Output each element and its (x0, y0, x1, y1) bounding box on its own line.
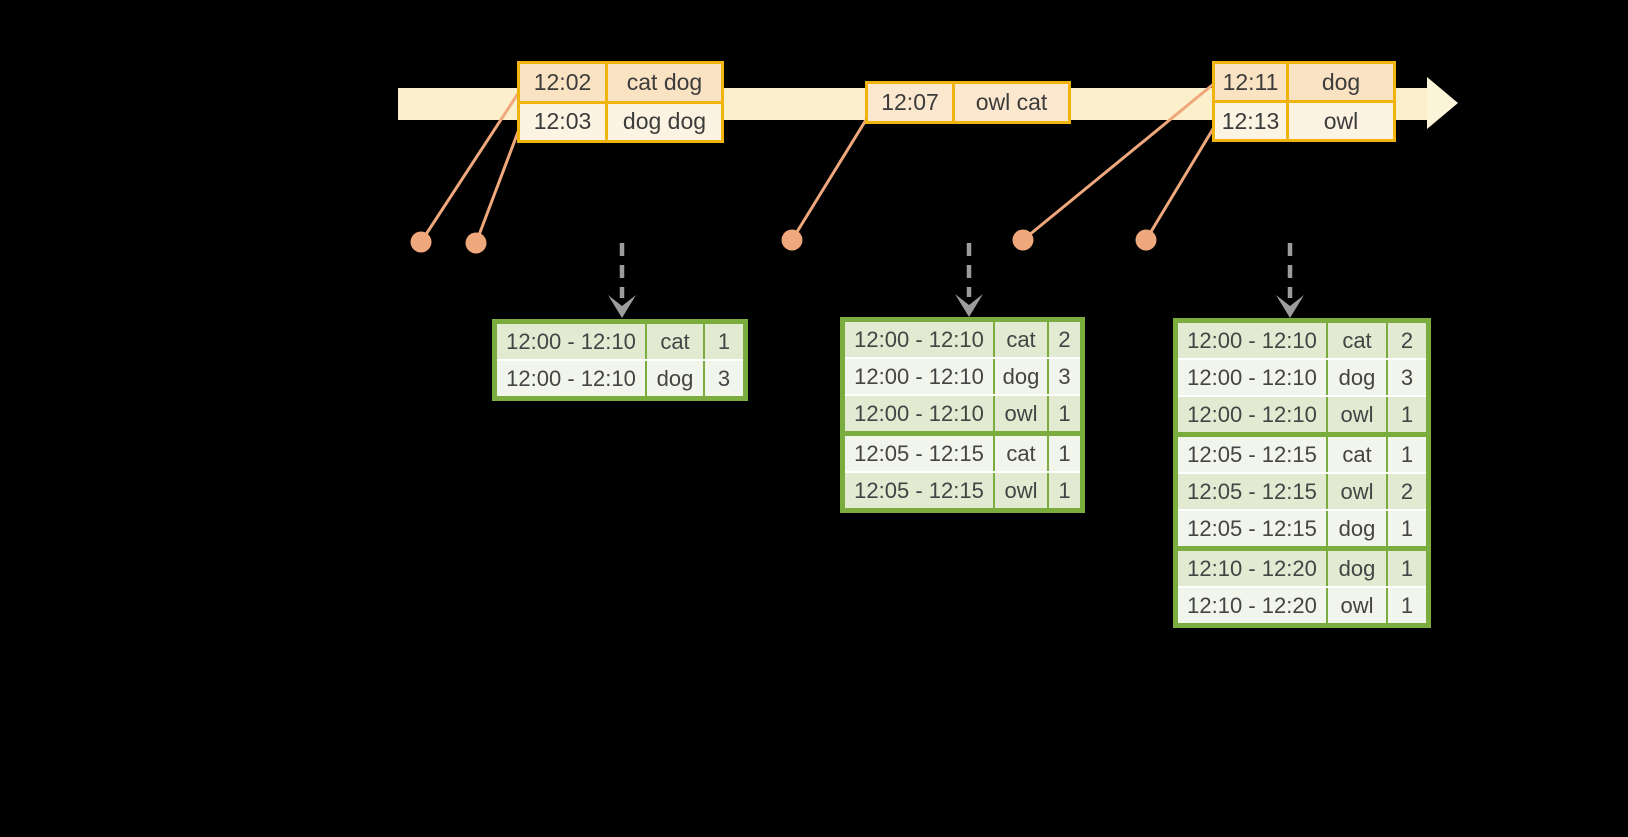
event-dot (1135, 229, 1157, 251)
count-cell: 3 (703, 361, 743, 396)
window-cell: 12:00 - 12:10 (1178, 360, 1326, 395)
count-cell: 1 (1047, 396, 1080, 431)
event-dot (781, 229, 803, 251)
word-cell: owl (993, 473, 1047, 508)
window-cell: 12:10 - 12:20 (1178, 551, 1326, 586)
connector-line (1022, 80, 1217, 242)
window-cell: 12:00 - 12:10 (845, 359, 993, 394)
connector-line (790, 114, 871, 241)
connector-line (474, 123, 523, 244)
event-time: 12:03 (520, 103, 605, 140)
word-cell: dog (645, 361, 703, 396)
word-cell: cat (645, 324, 703, 359)
timeline-arrowhead-icon (1427, 77, 1458, 129)
event-dot (465, 232, 487, 254)
window-cell: 12:00 - 12:10 (497, 324, 645, 359)
trigger-arrow-icon (608, 243, 636, 318)
window-cell: 12:05 - 12:15 (845, 473, 993, 508)
word-cell: dog (1326, 551, 1386, 586)
word-cell: dog (1326, 360, 1386, 395)
word-cell: dog (993, 359, 1047, 394)
window-cell: 12:00 - 12:10 (1178, 323, 1326, 358)
event-words: owl (1289, 103, 1393, 139)
window-cell: 12:00 - 12:10 (1178, 397, 1326, 432)
count-cell: 3 (1386, 360, 1426, 395)
trigger-arrow-icon (1276, 243, 1304, 318)
count-cell: 1 (1386, 551, 1426, 586)
word-cell: owl (1326, 588, 1386, 623)
window-cell: 12:00 - 12:10 (845, 322, 993, 357)
window-cell: 12:05 - 12:15 (1178, 437, 1326, 472)
word-cell: cat (1326, 437, 1386, 472)
word-cell: cat (993, 322, 1047, 357)
count-cell: 2 (1386, 323, 1426, 358)
event-words: cat dog (608, 64, 721, 101)
count-cell: 2 (1386, 474, 1426, 509)
count-cell: 1 (1386, 437, 1426, 472)
count-cell: 3 (1047, 359, 1080, 394)
word-cell: cat (1326, 323, 1386, 358)
count-cell: 1 (703, 324, 743, 359)
word-cell: cat (993, 436, 1047, 471)
event-words: owl cat (955, 84, 1068, 121)
word-cell: owl (1326, 397, 1386, 432)
connector-line (419, 88, 523, 243)
window-cell: 12:00 - 12:10 (497, 361, 645, 396)
count-cell: 1 (1386, 511, 1426, 546)
connector-line (1144, 123, 1218, 241)
window-cell: 12:05 - 12:15 (845, 436, 993, 471)
count-cell: 1 (1386, 397, 1426, 432)
window-cell: 12:10 - 12:20 (1178, 588, 1326, 623)
event-time: 12:02 (520, 64, 605, 101)
trigger-arrow-icon (955, 243, 983, 317)
count-cell: 1 (1047, 436, 1080, 471)
window-cell: 12:05 - 12:15 (1178, 511, 1326, 546)
event-time: 12:11 (1215, 64, 1286, 100)
event-time: 12:13 (1215, 103, 1286, 139)
event-dot (410, 231, 432, 253)
event-words: dog (1289, 64, 1393, 100)
count-cell: 1 (1047, 473, 1080, 508)
event-words: dog dog (608, 103, 721, 140)
count-cell: 1 (1386, 588, 1426, 623)
word-cell: dog (1326, 511, 1386, 546)
event-time: 12:07 (868, 84, 952, 121)
window-cell: 12:00 - 12:10 (845, 396, 993, 431)
count-cell: 2 (1047, 322, 1080, 357)
word-cell: owl (1326, 474, 1386, 509)
event-dot (1012, 229, 1034, 251)
word-cell: owl (993, 396, 1047, 431)
window-cell: 12:05 - 12:15 (1178, 474, 1326, 509)
